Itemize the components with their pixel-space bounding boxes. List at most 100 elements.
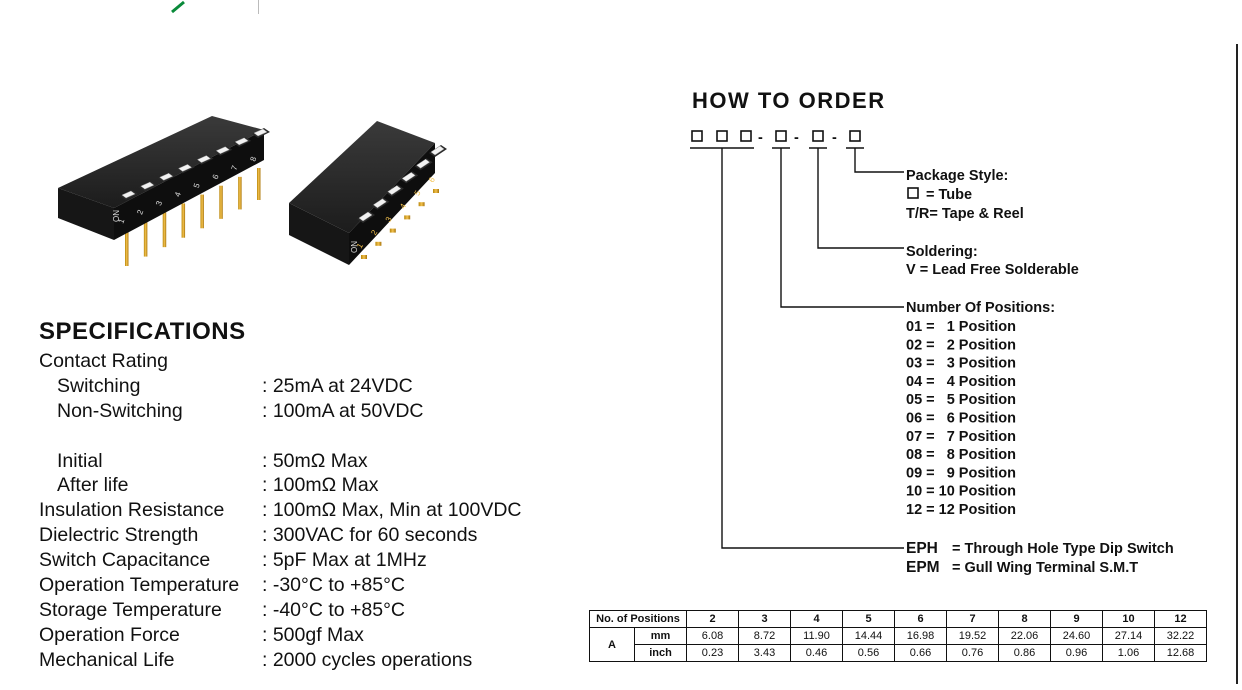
table-header-position: 5 [842,610,895,628]
soldering-option: V = Lead Free Solderable [906,262,1079,278]
spec-row: Storage Temperature : -40°C to +85°C [39,598,599,623]
spec-label: Operation Temperature [39,574,240,597]
spec-label: Switching [57,374,141,397]
switch-number: 4 [173,190,183,198]
switch-number: 6 [211,173,221,181]
spec-row: Insulation Resistance: 100mΩ Max, Min at… [39,498,599,523]
switch-number: 1 [116,217,126,225]
table-header-position: 10 [1102,610,1155,628]
position-option: 09 = 9 Position [906,465,1016,481]
spec-value: : -30°C to +85°C [262,574,405,597]
spec-value: : 2000 cycles operations [262,648,473,671]
position-option: 12 = 12 Position [906,502,1016,518]
table-header-position: 12 [1154,610,1207,628]
spec-row: Switching: 25mA at 24VDC [39,374,599,399]
table-cell: 0.46 [790,644,843,662]
position-option: 04 = 4 Position [906,374,1016,390]
table-cell: 0.56 [842,644,895,662]
position-option: 06 = 6 Position [906,411,1016,427]
spec-row: Mechanical Life : 2000 cycles operations [39,648,599,673]
position-option: 02 = 2 Position [906,337,1016,353]
spec-row: Dielectric Strength : 300VAC for 60 secon… [39,523,599,548]
spec-value: : 300VAC for 60 seconds [262,524,478,547]
table-cell: 0.96 [1050,644,1103,662]
table-cell: 0.76 [946,644,999,662]
spec-label: Storage Temperature [39,598,222,621]
tube-code-box [907,187,919,199]
table-header-position: 4 [790,610,843,628]
switch-number: 5 [192,181,202,189]
series-description: = Gull Wing Terminal S.M.T [952,560,1138,576]
table-header-position: 7 [946,610,999,628]
package-option-tape-reel: T/R= Tape & Reel [906,206,1024,222]
table-cell: 19.52 [946,627,999,645]
spec-row: Contact Rating [39,349,599,374]
spec-value: : -40°C to +85°C [262,598,405,621]
logo-fragment [171,0,185,14]
leader-series [721,148,904,549]
spec-value: : 100mΩ Max, Min at 100VDC [262,499,522,522]
table-header-position: 3 [738,610,791,628]
spec-value: : 5pF Max at 1MHz [262,549,427,572]
position-option: 01 = 1 Position [906,319,1016,335]
dimension-label: A [589,627,635,662]
spec-label: Operation Force [39,623,180,646]
code-separator: - [758,130,763,146]
table-header-label: No. of Positions [589,610,687,628]
ordering-code-diagram: - - - Package Style: = Tube T/R= Tape & … [690,130,1174,576]
spec-label: Dielectric Strength [39,524,199,547]
table-header-position: 2 [686,610,739,628]
leader-package [854,148,904,173]
table-cell: 0.66 [894,644,947,662]
package-option-tube: = Tube [926,187,972,203]
table-cell: 3.43 [738,644,791,662]
on-marking: ON [350,241,359,253]
how-to-order-title: HOW TO ORDER [692,88,886,113]
table-cell: 6.08 [686,627,739,645]
code-box-soldering [812,130,824,142]
table-cell: 12.68 [1154,644,1207,662]
code-separator: - [832,130,837,146]
code-box-package [849,130,861,142]
series-description: = Through Hole Type Dip Switch [952,541,1174,557]
spec-value: : 100mΩ Max [262,474,379,497]
leader-positions [780,148,904,308]
table-header-position: 6 [894,610,947,628]
code-box-positions [775,130,787,142]
spec-value: : 500gf Max [262,623,364,646]
positions-heading: Number Of Positions: [906,300,1055,316]
code-box-series-1 [691,130,703,142]
spec-value: : 100mA at 50VDC [262,399,424,422]
table-cell: 24.60 [1050,627,1103,645]
switch-number: 2 [135,208,145,216]
soldering-heading: Soldering: [906,244,978,260]
spec-row: Operation Force : 500gf Max [39,623,599,648]
unit-cell: mm [634,627,687,645]
spec-row: After life: 100mΩ Max [39,473,599,498]
position-option: 07 = 7 Position [906,429,1016,445]
position-option: 08 = 8 Position [906,447,1016,463]
table-cell: 27.14 [1102,627,1155,645]
switch-number: 3 [384,215,394,224]
table-header-position: 9 [1050,610,1103,628]
spec-label: Mechanical Life [39,648,175,671]
page-edge-rule [1236,44,1238,684]
switch-number: 7 [230,164,240,172]
switch-number: 8 [248,155,258,163]
spec-row [39,424,599,449]
spec-value: : 50mΩ Max [262,449,368,472]
specifications-title: SPECIFICATIONS [39,318,246,345]
spec-row: Switch Capacitance: 5pF Max at 1MHz [39,548,599,573]
code-box-series-2 [716,130,728,142]
table-cell: 8.72 [738,627,791,645]
position-option: 10 = 10 Position [906,484,1016,500]
spec-label: Non-Switching [57,399,183,422]
switch-number: 3 [154,199,164,207]
code-separator: - [794,130,799,146]
switch-number: 5 [413,188,423,197]
